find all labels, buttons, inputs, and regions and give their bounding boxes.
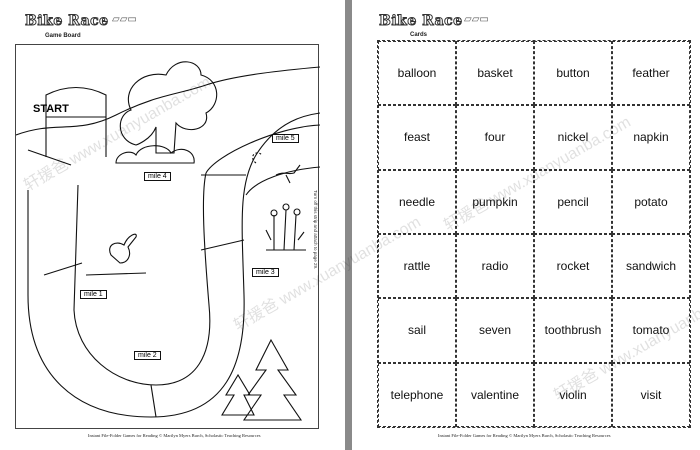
mile-1-sign: mile 1 (80, 290, 107, 299)
word-card: tomato (612, 298, 690, 363)
game-board-page: Bike Race ▱▱▭ Game Board (0, 0, 345, 450)
word-card: valentine (456, 362, 534, 427)
word-card: feather (612, 41, 690, 106)
page-divider (345, 0, 352, 450)
strip-note: Turn off this strip and attach to page 2… (313, 190, 318, 270)
word-card: visit (612, 362, 690, 427)
word-card: pumpkin (456, 169, 534, 234)
rabbit-icon (85, 233, 147, 276)
word-card: sail (378, 298, 456, 363)
mile-4-sign: mile 4 (144, 172, 171, 181)
word-card: violin (534, 362, 612, 427)
start-gate (45, 87, 107, 157)
word-card: toothbrush (534, 298, 612, 363)
game-board: START mile 1 mile 2 mile 3 mile 4 mile 5 (15, 44, 321, 429)
footer-credit: Instant File-Folder Games for Reading © … (88, 433, 261, 438)
word-card: napkin (612, 105, 690, 170)
start-sign: START (33, 103, 69, 115)
page-subtitle: Game Board (45, 33, 81, 39)
word-card: basket (456, 41, 534, 106)
page-title: Bike Race (25, 13, 109, 30)
word-card: rocket (534, 234, 612, 299)
word-card: nickel (534, 105, 612, 170)
bush-icon (115, 145, 195, 164)
word-card: feast (378, 105, 456, 170)
bird-icon (275, 164, 301, 184)
word-card: sandwich (612, 234, 690, 299)
books-icon: ▱▱▭ (464, 14, 489, 25)
road-outer-edge (27, 112, 321, 418)
word-card: seven (456, 298, 534, 363)
word-card: four (456, 105, 534, 170)
flowers-icon (265, 209, 306, 251)
road-inner-edge (73, 172, 211, 386)
small-tree-icon (221, 373, 255, 416)
books-icon: ▱▱▭ (112, 14, 137, 25)
page-title: Bike Race (379, 13, 463, 30)
mile-2-sign: mile 2 (134, 351, 161, 360)
word-card: radio (456, 234, 534, 299)
mile-3-sign: mile 3 (252, 268, 279, 277)
footer-credit: Instant File-Folder Games for Reading © … (438, 433, 611, 438)
word-card: potato (612, 169, 690, 234)
board-illustration (15, 61, 321, 421)
word-card: telephone (378, 362, 456, 427)
page-subtitle: Cards (410, 32, 428, 38)
word-card: button (534, 41, 612, 106)
tree-icon (119, 61, 218, 154)
pine-tree-icon (242, 338, 303, 421)
word-card: pencil (534, 169, 612, 234)
word-card: balloon (378, 41, 456, 106)
cards-page: Bike Race ▱▱▭ Cards Instant File-Folder … (352, 0, 700, 450)
word-card: needle (378, 169, 456, 234)
mile-5-sign: mile 5 (272, 134, 299, 143)
word-card: rattle (378, 234, 456, 299)
